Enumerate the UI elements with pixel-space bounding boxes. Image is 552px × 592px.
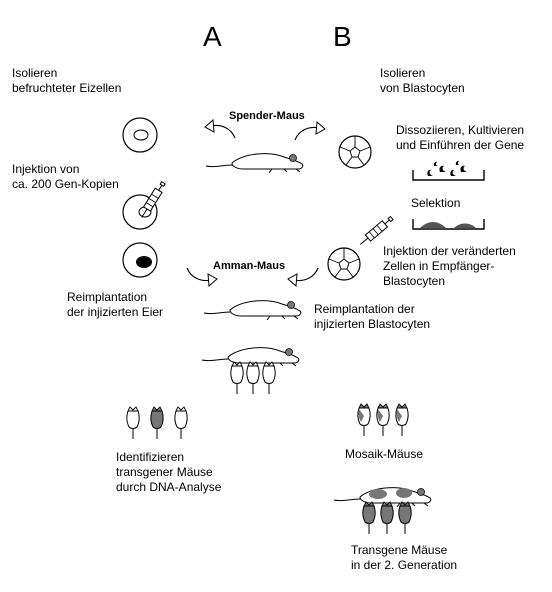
mosaic-pups xyxy=(357,403,409,437)
label-donor-mouse: Spender-Maus xyxy=(229,110,305,122)
label-injection: Injektion von ca. 200 Gen-Kopien xyxy=(12,162,119,192)
pups-group-a xyxy=(230,361,276,395)
label-isolate-blasto-line2: von Blastocyten xyxy=(380,81,465,95)
blastocyst-icon xyxy=(338,135,372,169)
label-isolate-eggs: Isolieren befruchteter Eizellen xyxy=(12,66,121,96)
label-dissociate-line2: und Einführen der Gene xyxy=(396,138,525,152)
label-reimplant-blasto: Reimplantation der injizierten Blastocyt… xyxy=(314,302,430,332)
label-identify-line3: durch DNA-Analyse xyxy=(116,480,222,494)
label-isolate-blasto-line1: Isolieren xyxy=(380,66,426,80)
selection-dish-icon xyxy=(412,219,485,230)
label-injection-line2: ca. 200 Gen-Kopien xyxy=(12,177,119,191)
fertilized-egg xyxy=(122,117,158,153)
label-dissociate: Dissoziieren, Kultivieren und Einführen … xyxy=(396,123,524,153)
label-reimplant-eggs: Reimplantation der injizierten Eier xyxy=(67,290,163,320)
label-injection-line1: Injektion von xyxy=(12,162,80,176)
label-transgenic-line2: in der 2. Generation xyxy=(351,558,458,572)
label-inject-cells: Injektion der veränderten Zellen in Empf… xyxy=(383,244,516,289)
mosaic-mouse-icon xyxy=(333,487,432,508)
label-dissociate-line1: Dissoziieren, Kultivieren xyxy=(396,123,525,137)
label-reimplant-blasto-line2: injizierten Blastocyten xyxy=(314,317,431,331)
label-transgenic: Transgene Mäuse in der 2. Generation xyxy=(351,543,457,573)
arrow-to-nurse-right-icon xyxy=(287,267,319,287)
label-reimplant-eggs-line1: Reimplantation xyxy=(67,290,148,304)
label-identify-line1: Identifizieren xyxy=(116,450,185,464)
arrow-to-right-icon xyxy=(294,121,326,141)
label-identify-line2: transgener Mäuse xyxy=(116,465,213,479)
label-isolate-eggs-line2: befruchteter Eizellen xyxy=(12,81,122,95)
header-a: A xyxy=(203,21,222,52)
label-mosaic: Mosaik-Mäuse xyxy=(345,447,424,461)
identified-pups xyxy=(126,406,188,440)
label-inject-cells-line3: Blastocyten xyxy=(383,274,446,288)
label-isolate-eggs-line1: Isolieren xyxy=(12,66,58,80)
label-inject-cells-line2: Zellen in Empfänger- xyxy=(383,259,495,273)
egg-dark-nucleus xyxy=(122,242,158,278)
label-reimplant-eggs-line2: der injizierten Eier xyxy=(67,305,164,319)
injected-blastocyst-icon xyxy=(327,247,361,281)
label-reimplant-blasto-line1: Reimplantation der xyxy=(314,302,415,316)
arrow-to-nurse-left-icon xyxy=(186,267,218,287)
header-b: B xyxy=(333,21,352,52)
label-inject-cells-line1: Injektion der veränderten xyxy=(383,244,516,258)
label-selection: Selektion xyxy=(411,196,461,210)
nurse-mouse-icon xyxy=(203,300,302,321)
label-nurse-mouse: Amman-Maus xyxy=(213,260,286,272)
donor-mouse-icon xyxy=(205,153,304,174)
transgenic-pups xyxy=(362,501,412,535)
arrow-to-left-icon xyxy=(204,119,236,139)
label-isolate-blasto: Isolieren von Blastocyten xyxy=(380,66,465,96)
culture-dish-icon xyxy=(412,160,485,181)
label-transgenic-line1: Transgene Mäuse xyxy=(351,543,448,557)
syringe-icon-right xyxy=(357,214,395,248)
label-identify: Identifizieren transgener Mäuse durch DN… xyxy=(116,450,221,495)
